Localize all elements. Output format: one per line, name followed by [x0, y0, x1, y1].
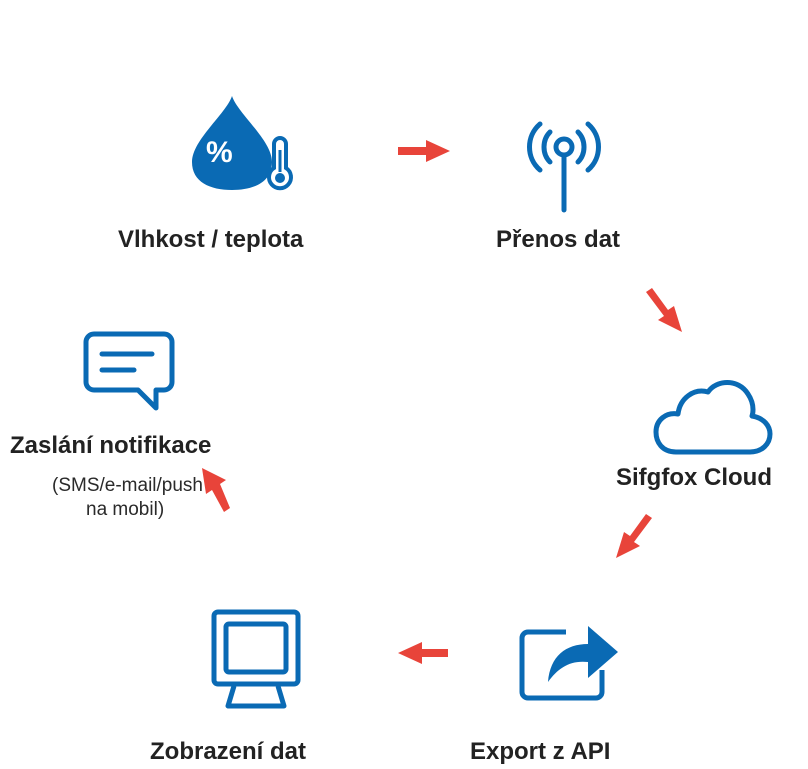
arrow-icon-2 [646, 288, 682, 332]
chat-message-icon [83, 331, 175, 411]
monitor-icon [211, 609, 301, 709]
export-share-icon [519, 626, 618, 701]
step-label: Zaslání notifikace [10, 432, 212, 459]
arrow-icon-5 [202, 468, 230, 512]
step-label: Zobrazení dat [150, 738, 307, 765]
step-sublabel-line2: na mobil) [86, 499, 165, 520]
step-label: Sifgfox Cloud [616, 464, 772, 491]
antenna-icon [527, 121, 601, 213]
humidity-temperature-icon [192, 96, 293, 191]
step-sublabel-line1: (SMS/e-mail/push [52, 475, 203, 496]
step-label: Vlhkost / teplota [118, 226, 304, 253]
step-label: Přenos dat [496, 226, 621, 253]
step-label: Export z API [470, 738, 611, 765]
arrow-icon-3 [616, 514, 652, 558]
arrow-icon-4 [398, 642, 448, 664]
percent-glyph: % [206, 136, 233, 169]
cloud-icon [653, 380, 773, 455]
arrow-icon-1 [398, 140, 450, 162]
